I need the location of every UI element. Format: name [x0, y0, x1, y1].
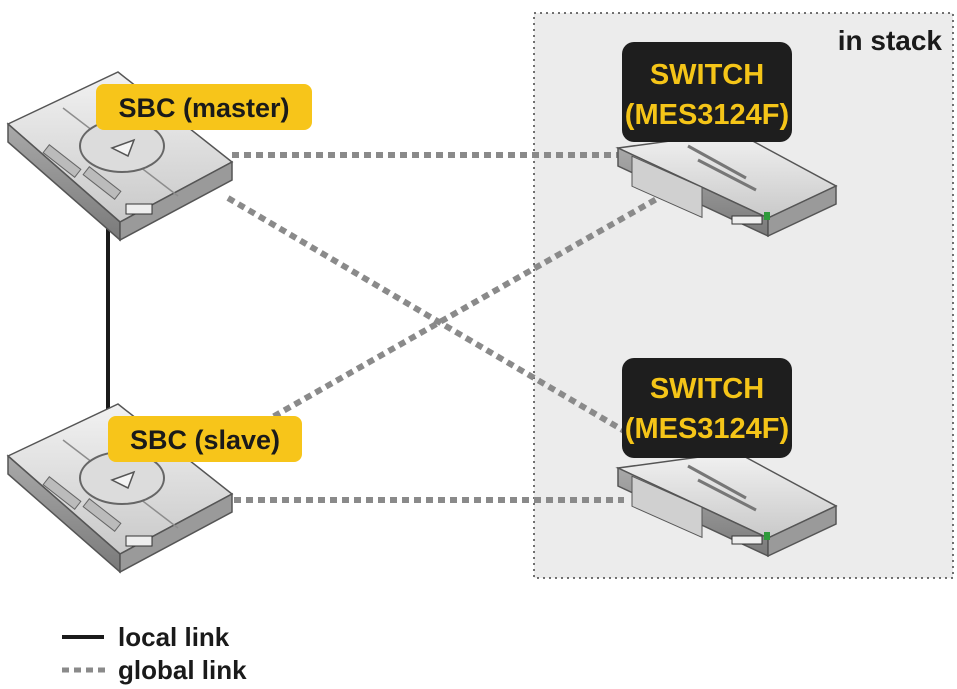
switch-top-label-bg: [622, 42, 792, 142]
global-link-master-switch-bottom: [226, 195, 628, 435]
switch-top-label-line2: (MES3124F): [625, 99, 789, 131]
legend-local-label: local link: [118, 622, 230, 652]
switch-top-label-line1: SWITCH: [650, 59, 764, 91]
switch-bottom-label-bg: [622, 358, 792, 458]
switch-bottom-label-line2: (MES3124F): [625, 413, 789, 445]
sbc-master-device: [6, 71, 234, 242]
global-link-slave-switch-top: [230, 185, 678, 443]
sbc-master-label-bg: [96, 84, 312, 130]
stack-label: in stack: [838, 25, 943, 56]
legend: local link global link: [62, 622, 247, 685]
sbc-slave-label: SBC (slave): [130, 425, 280, 455]
legend-global-label: global link: [118, 655, 247, 685]
switch-bottom-device: [615, 451, 838, 558]
sbc-master-label: SBC (master): [118, 93, 289, 123]
switch-top-device: [615, 131, 838, 238]
switch-bottom-label-line1: SWITCH: [650, 373, 764, 405]
sbc-slave-device: [6, 403, 234, 574]
sbc-slave-label-bg: [108, 416, 302, 462]
